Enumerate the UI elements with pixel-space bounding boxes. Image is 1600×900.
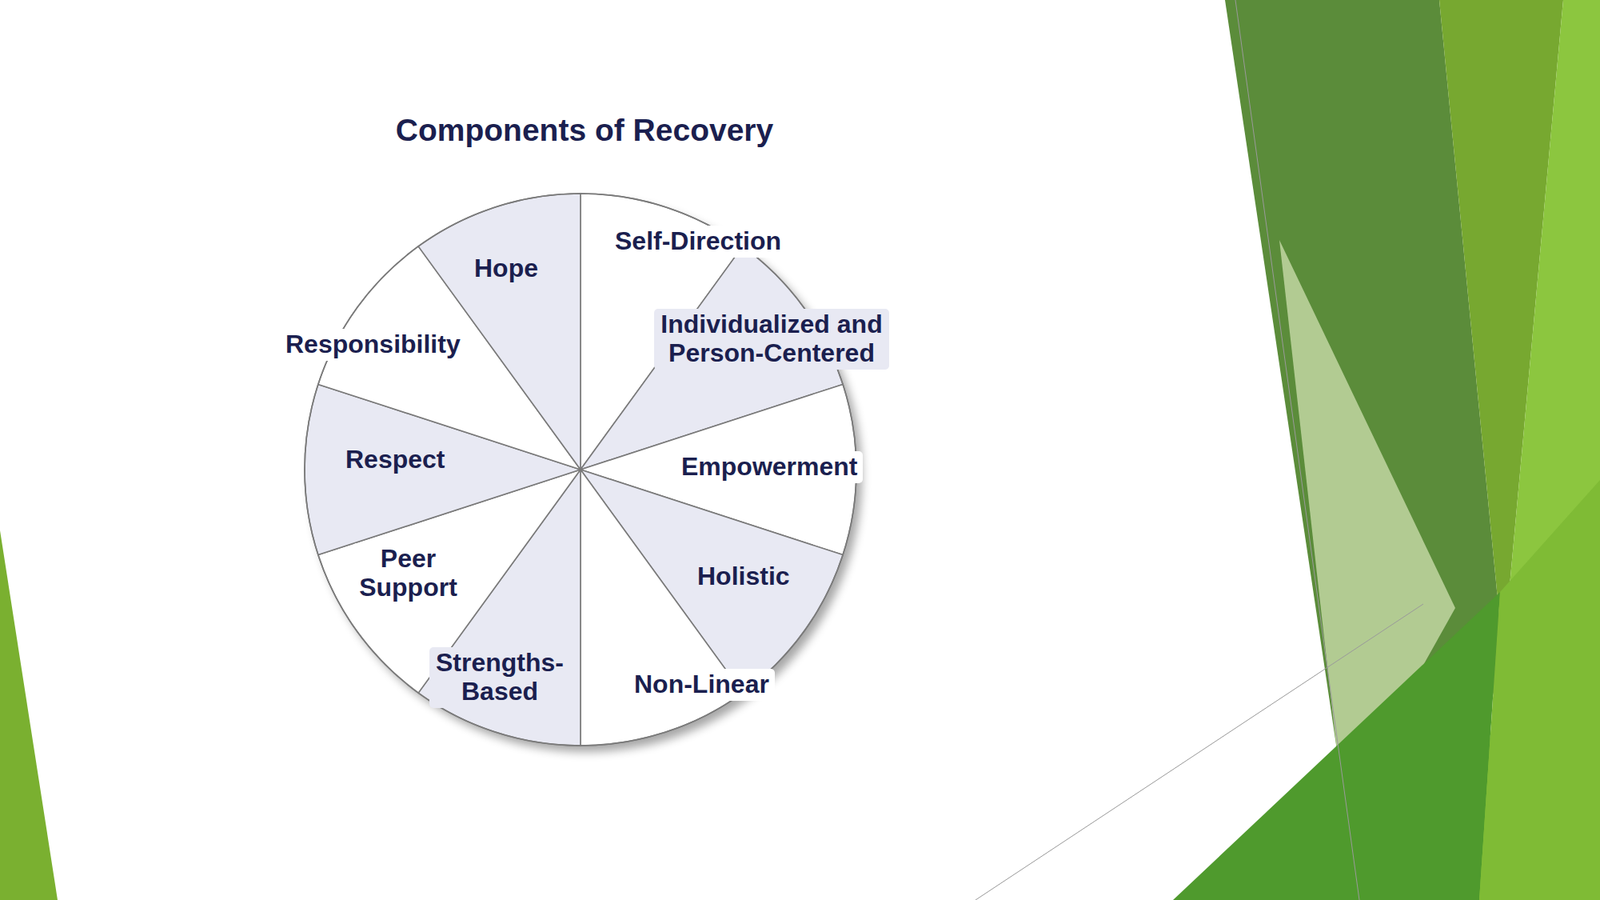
component-name: Hope [474,254,539,284]
band-shape [1173,591,1501,900]
corner-shape [0,530,58,900]
band-shape [1479,479,1600,900]
wedge-label: Responsibility [279,328,467,361]
wedge-label: Hope [468,252,544,285]
component-name: Empowerment [681,452,858,482]
wedge-label: Self-Direction [609,225,787,258]
wedge-label: Holistic [691,560,796,593]
component-name: Individualized and Person-Centered [659,310,884,368]
wedge-label: Strengths-Based [429,646,571,708]
thin-line [1235,0,1360,900]
pie-wedge [580,469,743,746]
component-name: Holistic [697,562,791,591]
wedge-label: Individualized and Person-Centered [654,308,890,370]
diagram-title: Components of Recovery [395,112,774,148]
component-name: Self-Direction [614,227,782,256]
component-name: Strengths-Based [434,648,565,707]
component-name: Peer Support [358,544,459,603]
component-name: Respect [345,445,446,475]
wedge-label: Empowerment [675,450,863,483]
thin-line [975,603,1424,900]
component-name: Non-Linear [634,670,770,699]
component-name: Responsibility [285,330,461,360]
wedge-label: Non-Linear [628,668,775,701]
wedge-label: Peer Support [352,542,464,604]
wedge-label: Respect [339,443,451,476]
